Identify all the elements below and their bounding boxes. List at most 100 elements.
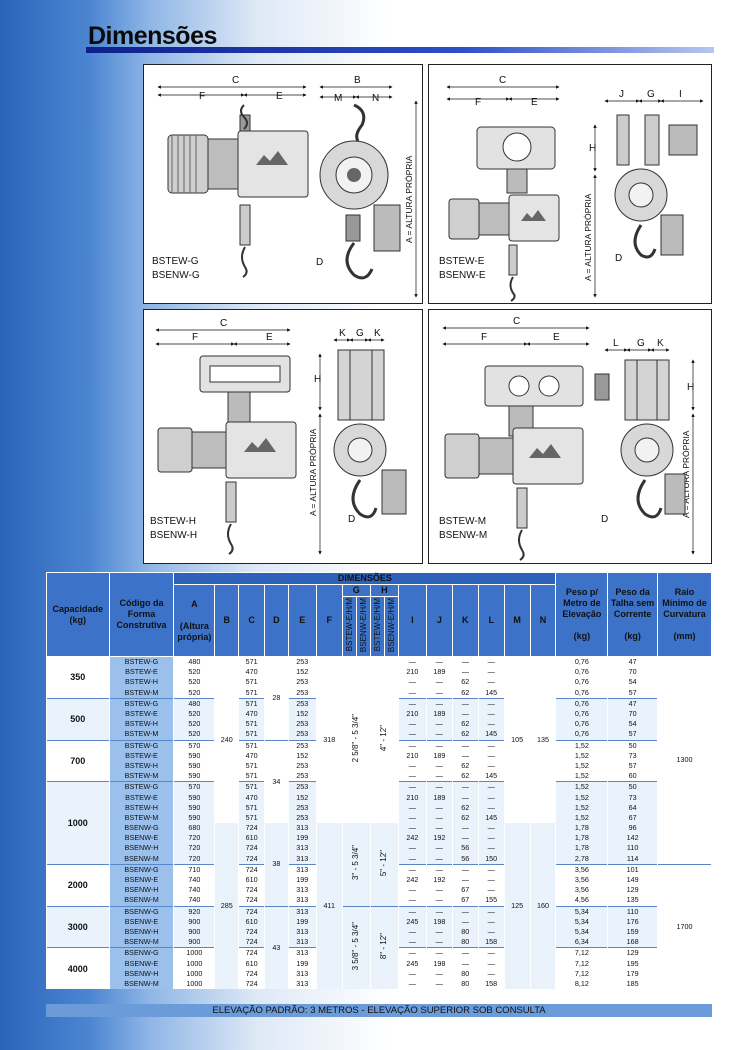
th-g2: BSENW-E/H/M [355, 596, 371, 657]
cell-peso-metro: 8,12 [555, 978, 609, 989]
cell-codigo: BSENW-H [108, 843, 175, 854]
cell-l: 145 [477, 812, 505, 823]
cell-peso-metro: 7,12 [555, 947, 609, 959]
dim-f: F [199, 91, 205, 102]
cell-c: 724 [238, 947, 266, 959]
th-capacidade: Capacidade (kg) [46, 572, 110, 657]
cell-peso-talha: 57 [607, 687, 658, 699]
cell-h: 4" - 12" [369, 656, 399, 823]
cell-l: — [477, 833, 505, 844]
cell-codigo: BSTEW-G [108, 781, 175, 793]
cell-i: — [397, 739, 427, 751]
cell-peso-talha: 47 [607, 697, 658, 709]
dim-h: H [687, 382, 694, 393]
dim-h: H [589, 143, 596, 154]
cell-e: 253 [287, 697, 317, 709]
cell-l: — [477, 968, 505, 979]
cell-peso-talha: 70 [607, 708, 658, 720]
cell-e: 152 [287, 750, 317, 761]
cell-e: 313 [287, 968, 317, 979]
th-b: B [214, 584, 240, 657]
dim-d: D [316, 257, 323, 268]
cell-l: — [477, 667, 505, 678]
cell-e: 313 [287, 885, 317, 896]
cell-k: — [451, 739, 479, 751]
cell-capacidade: 4000 [46, 947, 110, 989]
cell-l: — [477, 874, 505, 886]
cell-k: 62 [451, 760, 479, 772]
cell-d: 43 [264, 905, 289, 989]
cell-e: 313 [287, 895, 317, 906]
cell-j: — [425, 677, 453, 688]
cell-e: 253 [287, 719, 317, 730]
cell-codigo: BSENW-G [108, 947, 175, 959]
cell-c: 724 [238, 905, 266, 917]
cell-c: 610 [238, 958, 266, 969]
cell-k: 62 [451, 687, 479, 699]
cell-l: — [477, 843, 505, 854]
cell-peso-metro: 2,78 [555, 853, 609, 865]
cell-peso-metro: 0,76 [555, 687, 609, 699]
cell-j: — [425, 802, 453, 813]
cell-codigo: BSTEW-H [108, 677, 175, 688]
cell-j: 189 [425, 792, 453, 803]
cell-j: 189 [425, 750, 453, 761]
cell-i: — [397, 812, 427, 823]
cell-j: — [425, 739, 453, 751]
cell-peso-talha: 50 [607, 781, 658, 793]
cell-codigo: BSTEW-E [108, 667, 175, 678]
cell-e: 253 [287, 729, 317, 740]
cell-peso-metro: 1,78 [555, 843, 609, 854]
cell-i: — [397, 905, 427, 917]
th-j: J [425, 584, 453, 657]
cell-i: — [397, 853, 427, 865]
cell-codigo: BSENW-G [108, 863, 175, 875]
cell-l: 158 [477, 937, 505, 948]
dimensions-table: Capacidade (kg) Código da Forma Construt… [46, 572, 713, 989]
cell-l: — [477, 947, 505, 959]
cell-l: 158 [477, 978, 505, 989]
cell-i: — [397, 771, 427, 782]
cell-peso-metro: 1,52 [555, 792, 609, 803]
cell-codigo: BSTEW-H [108, 760, 175, 772]
cell-e: 253 [287, 781, 317, 793]
cell-i: 210 [397, 792, 427, 803]
cell-d: 38 [264, 823, 289, 906]
cell-codigo: BSENW-H [108, 885, 175, 896]
cell-i: — [397, 802, 427, 813]
cell-e: 313 [287, 823, 317, 834]
cell-k: — [451, 863, 479, 875]
cell-a: 520 [173, 719, 216, 730]
cell-peso-metro: 6,34 [555, 937, 609, 948]
cell-k: 62 [451, 677, 479, 688]
cell-a: 720 [173, 833, 216, 844]
cell-a: 520 [173, 708, 216, 720]
cell-d: 34 [264, 739, 289, 823]
cell-capacidade: 3000 [46, 905, 110, 948]
cell-a: 900 [173, 937, 216, 948]
cell-k: — [451, 958, 479, 969]
cell-e: 313 [287, 978, 317, 989]
cell-peso-metro: 0,76 [555, 708, 609, 720]
cell-a: 480 [173, 656, 216, 668]
panel-m-label-2: BSENW-M [439, 530, 488, 541]
cell-j: — [425, 978, 453, 989]
cell-capacidade: 2000 [46, 863, 110, 906]
cell-k: — [451, 905, 479, 917]
dim-c: C [499, 75, 506, 86]
dim-a: A = ALTURA PRÓPRIA [681, 430, 691, 518]
cell-peso-talha: 110 [607, 905, 658, 917]
cell-k: 67 [451, 895, 479, 906]
